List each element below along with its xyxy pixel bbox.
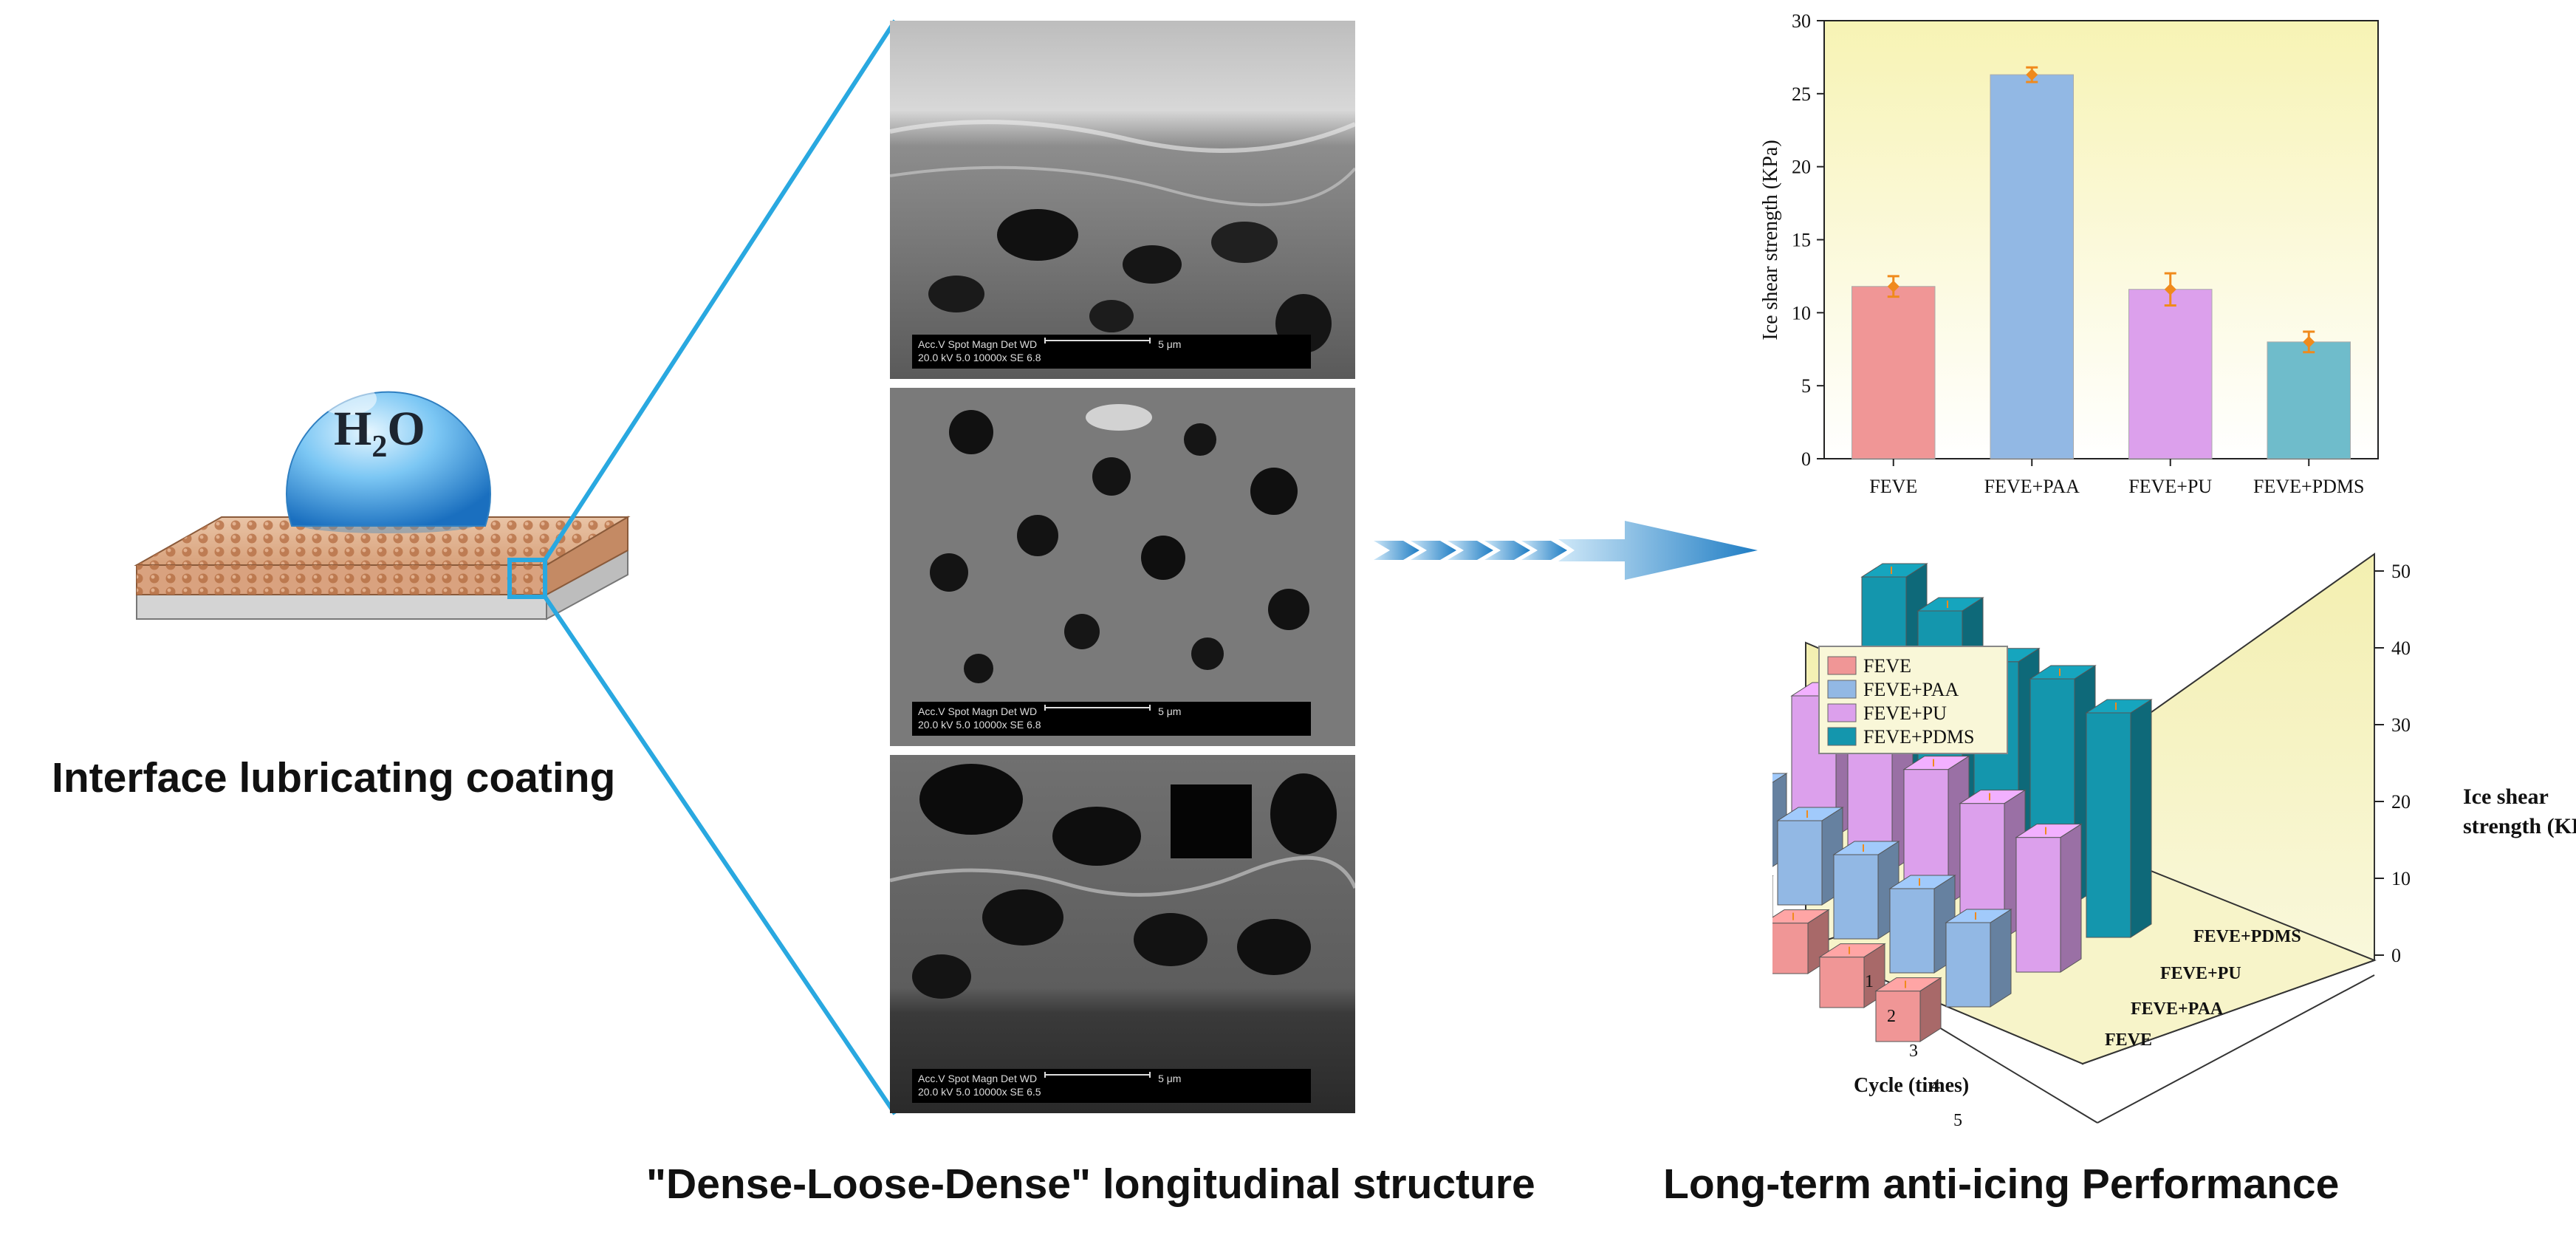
zoom-connector-lines xyxy=(543,19,897,1115)
x-axis-label: Cycle (times) xyxy=(1854,1074,1969,1097)
legend-label: FEVE+PDMS xyxy=(1863,726,1974,748)
coating-schematic: H2O xyxy=(134,383,631,620)
x-tick-label: FEVE+PU xyxy=(2128,476,2212,497)
legend-swatch xyxy=(1827,727,1857,746)
x-tick-label: FEVE xyxy=(1869,476,1917,497)
legend-label: FEVE+PU xyxy=(1863,702,1947,724)
series-axis-label: FEVE+PU xyxy=(2160,964,2241,983)
bar-feve-paa xyxy=(1990,74,2074,459)
bar-feve-pu xyxy=(2128,289,2213,459)
legend-label: FEVE xyxy=(1863,655,1911,677)
legend-label: FEVE+PAA xyxy=(1863,679,1959,700)
z-tick-label: 20 xyxy=(2391,791,2411,813)
y-tick-label: 5 xyxy=(1801,375,1811,397)
bar-feve-pdms xyxy=(2267,341,2351,459)
z-axis-label-line2: strength (KPa) xyxy=(2463,814,2576,838)
x-tick-label: FEVE+PDMS xyxy=(2253,476,2364,497)
legend-swatch xyxy=(1827,703,1857,722)
bar3d-feve-paa-cycle-5 xyxy=(1945,909,2012,1008)
y-tick-label: 0 xyxy=(1801,448,1811,470)
z-tick-label: 40 xyxy=(2391,637,2411,659)
bar3d-feve-paa-cycle-3 xyxy=(1832,841,1900,940)
cycle-tick-label: 4 xyxy=(1931,1076,1940,1095)
mean-marker xyxy=(1887,280,1900,293)
cycle-tick-label: 2 xyxy=(1887,1007,1896,1026)
z-tick-label: 50 xyxy=(2391,561,2411,582)
legend-swatch xyxy=(1827,680,1857,699)
cycle-tick-label: 1 xyxy=(1865,972,1874,991)
series-axis-label: FEVE xyxy=(2105,1030,2152,1050)
bar3d-feve-cycle-3 xyxy=(1772,909,1830,974)
z-tick-label: 0 xyxy=(2391,945,2401,966)
mean-marker xyxy=(2164,283,2176,295)
legend-swatch xyxy=(1827,656,1857,675)
series-axis-label: FEVE+PAA xyxy=(2131,999,2224,1019)
y-tick-label: 15 xyxy=(1792,230,1811,251)
mean-marker xyxy=(2303,335,2315,348)
z-axis-label-line1: Ice shear xyxy=(2463,784,2549,809)
middle-caption: "Dense-Loose-Dense" longitudinal structu… xyxy=(646,1160,1535,1208)
bar-feve xyxy=(1852,286,1936,459)
right-caption: Long-term anti-icing Performance xyxy=(1663,1160,2340,1208)
x-tick-label: FEVE+PAA xyxy=(1984,476,2080,497)
bar3d-feve-paa-cycle-2 xyxy=(1776,807,1844,906)
bar3d-feve-pdms-cycle-5 xyxy=(2085,699,2153,938)
bar3d-feve-pu-cycle-5 xyxy=(2015,823,2083,973)
z-tick-label: 10 xyxy=(2391,868,2411,889)
series-axis-label: FEVE+PDMS xyxy=(2193,927,2301,946)
y-tick-label: 30 xyxy=(1792,10,1811,32)
sem-texture-top xyxy=(890,21,1355,379)
y-tick-label: 25 xyxy=(1792,83,1811,105)
droplet-label: H2O xyxy=(334,402,425,464)
sem-texture-middle xyxy=(890,388,1355,746)
cycle-tick-label: 3 xyxy=(1909,1042,1918,1061)
bar3d-feve-pu-cycle-4 xyxy=(1959,789,2027,939)
water-droplet: H2O xyxy=(286,383,491,533)
y-axis-label: Ice shear strength (KPa) xyxy=(1759,140,1782,340)
bar3d-feve-cycle-4 xyxy=(1818,943,1886,1008)
mean-marker xyxy=(2026,69,2038,81)
bar3d-feve-paa-cycle-4 xyxy=(1888,875,1956,974)
bar3d-feve-cycle-5 xyxy=(1874,977,1942,1042)
sem-texture-bottom xyxy=(890,755,1355,1113)
ice-shear-bar-chart: 0 5 10 15 20 25 30 FEVE FEVE+PAA FEVE+PU FEVE+PDM… xyxy=(1759,10,2379,497)
y-tick-label: 20 xyxy=(1792,157,1811,178)
progression-arrow xyxy=(1374,521,1758,580)
z-tick-label: 30 xyxy=(2391,714,2411,736)
zoom-highlight-box xyxy=(507,558,547,599)
left-caption: Interface lubricating coating xyxy=(52,754,616,801)
y-tick-label: 10 xyxy=(1792,302,1811,324)
cycle-tick-label: 5 xyxy=(1953,1111,1962,1130)
